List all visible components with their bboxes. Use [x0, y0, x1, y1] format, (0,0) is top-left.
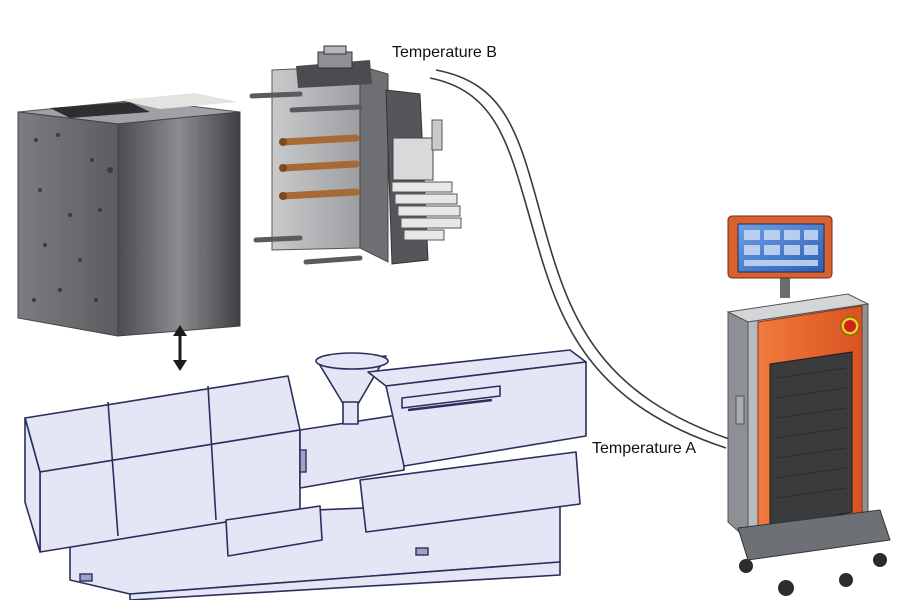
injection-molding-machine: [24, 349, 587, 600]
sensor-cables: [429, 69, 733, 449]
temperature-a-label: Temperature A: [592, 440, 697, 457]
temperature-controller: [726, 215, 891, 596]
mold-half-hot-runner: [249, 45, 462, 265]
temperature-b-label: Temperature B: [392, 44, 497, 61]
vertical-double-arrow-icon: [173, 325, 187, 371]
mold-half-fixed: [17, 93, 241, 337]
